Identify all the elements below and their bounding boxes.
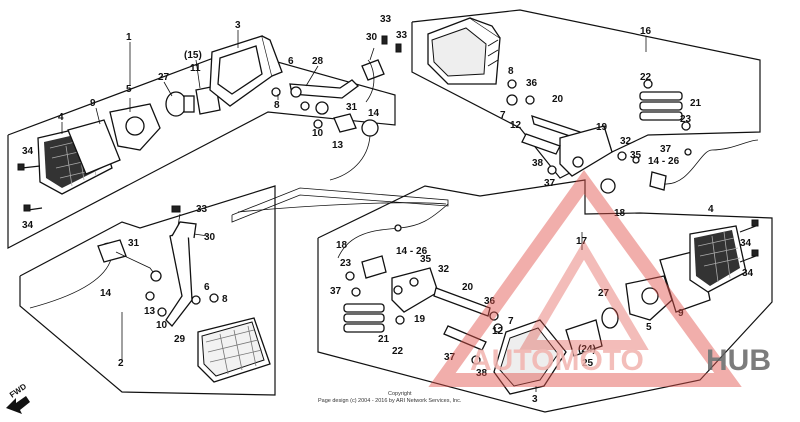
callout: 14 - 26: [648, 156, 680, 167]
callout: 12: [510, 120, 522, 131]
callout: 30: [366, 32, 378, 43]
callout: 32: [438, 264, 450, 275]
callout: 10: [156, 320, 168, 331]
lens-right-lower: [689, 225, 747, 293]
callout: 33: [380, 14, 392, 25]
callout: 34: [22, 146, 34, 157]
callout: 13: [332, 140, 344, 151]
callout: 22: [640, 72, 652, 83]
callout: 34: [742, 268, 754, 279]
callout: 29: [174, 334, 186, 345]
callout: 7: [508, 316, 514, 327]
callout: 5: [646, 322, 652, 333]
callout: 36: [526, 78, 538, 89]
callout: 22: [392, 346, 404, 357]
callout: 18: [336, 240, 348, 251]
watermark-text-grey: HUB: [706, 344, 771, 377]
callout-labels: 1 3 (15) 11 5 27 9 4 34 34 6 8 28 30 33 …: [22, 14, 754, 405]
callout: 27: [598, 288, 610, 299]
callout: 6: [288, 56, 294, 67]
callout: 34: [740, 238, 752, 249]
callout: 35: [630, 150, 642, 161]
callout: 31: [128, 238, 140, 249]
callout: 20: [462, 282, 474, 293]
callout: 13: [144, 306, 156, 317]
leader-lines: [61, 30, 647, 392]
copyright-line2: Page design (c) 2004 - 2016 by ARI Netwo…: [318, 398, 462, 404]
upper-left-parts: [17, 35, 402, 212]
callout: 14: [368, 108, 380, 119]
callout: 25: [582, 358, 594, 369]
callout: 8: [222, 294, 228, 305]
callout: 14 - 26: [396, 246, 428, 257]
callout: 14: [100, 288, 112, 299]
callout: 11: [190, 63, 201, 74]
callout: 34: [22, 220, 34, 231]
callout: 4: [708, 204, 714, 215]
watermark: AUTOMOTO HUB: [428, 170, 771, 387]
callout: 1: [126, 32, 132, 43]
callout: 8: [508, 66, 514, 77]
callout: 9: [90, 98, 96, 109]
wire-harness: [237, 202, 447, 213]
callout: 10: [312, 128, 324, 139]
callout: 30: [204, 232, 216, 243]
callout: 27: [158, 72, 170, 83]
callout: 37: [544, 178, 556, 189]
callout: 3: [235, 20, 241, 31]
callout: 37: [330, 286, 342, 297]
callout: 19: [414, 314, 426, 325]
callout: 12: [492, 326, 504, 337]
callout: 37: [444, 352, 456, 363]
callout: 4: [58, 112, 64, 123]
callout: 23: [340, 258, 352, 269]
callout: 38: [532, 158, 544, 169]
callout: 33: [196, 204, 208, 215]
callout: 20: [552, 94, 564, 105]
group-outlines: [7, 9, 773, 413]
callout: 3: [532, 394, 538, 405]
watermark-text-red: AUTOMOTO: [470, 344, 644, 377]
callout: 38: [476, 368, 488, 379]
housing-right-upper: [427, 17, 501, 85]
upper-right-parts: [427, 17, 759, 194]
callout: 21: [378, 334, 390, 345]
copyright-line1: Copyright: [388, 391, 412, 397]
watermark-triangle: [428, 170, 742, 387]
callout: 19: [596, 122, 608, 133]
lens-left-lower: [197, 317, 271, 383]
callout: 6: [204, 282, 210, 293]
callout: 2: [118, 358, 124, 369]
fwd-arrow-icon: [6, 396, 30, 414]
callout: 36: [484, 296, 496, 307]
callout: 33: [396, 30, 408, 41]
callout: 21: [690, 98, 702, 109]
housing-right-lower: [493, 319, 567, 395]
callout: 7: [500, 110, 506, 121]
callout: 31: [346, 102, 358, 113]
callout: 17: [576, 236, 588, 247]
callout: 18: [614, 208, 626, 219]
housing-left-upper: [209, 35, 283, 107]
callout: 8: [274, 100, 280, 111]
callout: 35: [420, 254, 432, 265]
callout: 37: [660, 144, 672, 155]
callout: 5: [126, 84, 132, 95]
callout: 16: [640, 26, 652, 37]
callout: 23: [680, 114, 692, 125]
callout: 28: [312, 56, 324, 67]
lower-left-parts: [6, 205, 271, 414]
callout: 32: [620, 136, 632, 147]
callout: (15): [184, 50, 202, 61]
lower-right-parts: [337, 203, 759, 395]
callout: 9: [678, 308, 684, 319]
callout: (24): [578, 344, 596, 355]
